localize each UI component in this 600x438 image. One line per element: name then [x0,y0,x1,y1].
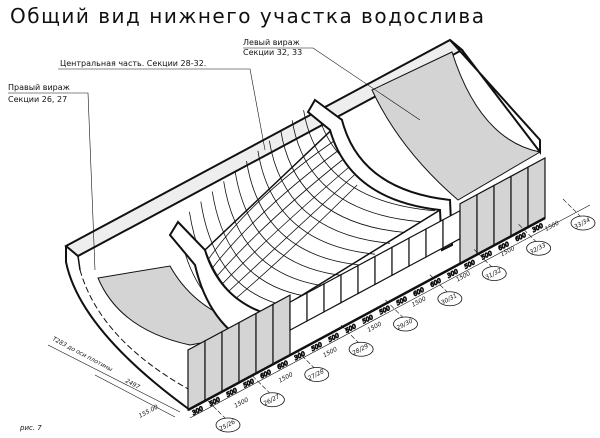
callout-right-bend: Правый вираж Секции 26, 27 [8,83,96,271]
trough-grid-line [246,160,361,266]
section-span-dim: 1500 [277,371,294,384]
axis-line [252,375,271,394]
trough-grid-line [219,174,355,301]
elevation-dim: 155.00 [138,404,160,420]
front-block [306,282,325,323]
axis-line [518,224,537,243]
left-bend-sections: Секции 32, 33 [243,48,302,57]
central-part-label: Центральная часть. Секции 28-32. [60,59,206,68]
dimension-line [189,204,591,419]
axis-marker [526,240,552,256]
axis-line [340,325,360,344]
right-bend-title: Правый вираж [8,83,70,92]
front-block [187,339,206,412]
front-bottom-edge [187,216,546,412]
trough-grid-line [207,134,344,261]
axis-line [207,400,227,420]
axis-marker [215,417,241,433]
axis-offset-label: T283 до оси плотины [51,336,114,374]
front-block [510,166,529,238]
front-block [493,175,512,247]
front-block [374,246,393,286]
axis-line [385,299,404,319]
pier-right [306,98,454,252]
section-span-dim: 1500 [233,396,250,409]
figure-caption: рис. 7 [19,424,42,432]
callout-left-bend: Левый вираж Секции 32, 33 [243,38,421,121]
front-block [272,294,291,366]
end-wall [65,246,191,411]
front-block [255,303,274,375]
front-block [340,264,359,304]
trough-grid-line [223,181,331,288]
right-bend-sections: Секции 26, 27 [8,95,67,104]
axis-marker [259,392,285,408]
width-dim: 2497 [124,378,141,391]
trough-grid-line [234,171,346,277]
axis-marker [570,215,596,231]
front-block [391,237,410,277]
trough-grid-line [216,164,352,291]
front-block [357,255,376,295]
axis-line [296,350,315,369]
axis-marker [481,266,507,281]
section-span-dim: 1500 [322,346,339,359]
front-blocks: 3005005005006006003005005005005005005006… [187,156,546,417]
section-span-dim: 1500 [411,295,428,308]
axis-marker [348,341,374,357]
trough-grid-line [211,191,316,298]
left-dimensions: T283 до оси плотины 2497 155.00 [47,336,181,420]
axis-line [474,249,493,268]
trough-grid-line [210,144,346,271]
trough-grid-line [280,130,406,233]
left-bend-trough [371,51,542,201]
front-block [425,218,444,259]
axis-marker [304,367,330,382]
front-block [527,156,546,229]
trough-grid-line [291,120,421,223]
trough-grid-line [303,110,436,212]
front-block [289,291,308,332]
axis-line [562,198,582,218]
front-block [221,321,240,393]
front-block [204,330,223,402]
front-block [238,312,257,384]
trough-grid-line [268,140,391,244]
front-block [476,184,495,256]
axis-marker [437,291,463,307]
section-span-dim: 1500 [544,220,561,233]
front-block [408,227,427,268]
drawing-title: Общий вид нижнего участка водослива [10,4,486,28]
axis-marker [393,316,418,332]
axis-line [429,274,449,293]
front-block [459,193,478,265]
callout-central: Центральная часть. Секции 28-32. [58,59,266,151]
left-bend-title: Левый вираж [243,38,300,47]
trough-grid-line [257,150,376,255]
trough-grid-line [213,154,349,281]
